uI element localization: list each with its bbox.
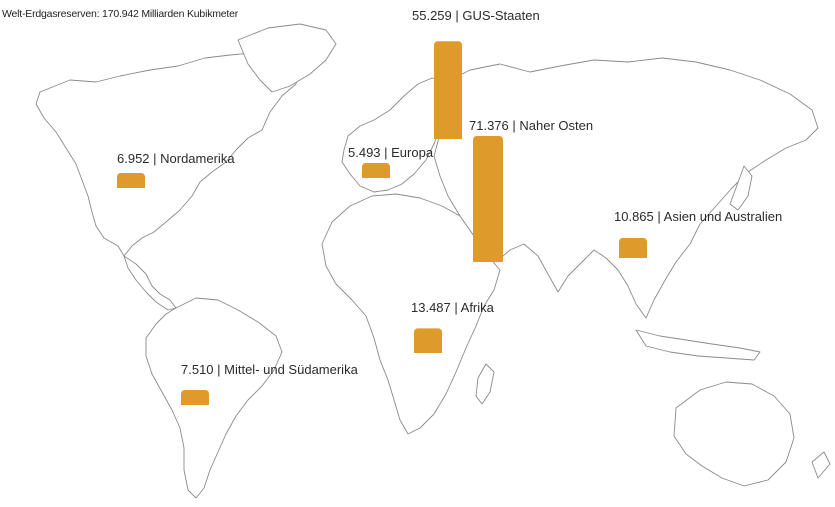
south-america-outline bbox=[145, 297, 283, 499]
label-nordamerika: 6.952 | Nordamerika bbox=[117, 151, 235, 166]
bar-naher-osten bbox=[473, 136, 503, 262]
madagascar-outline bbox=[475, 363, 495, 405]
bar-asien-und-australien bbox=[619, 237, 647, 258]
central-america-outline bbox=[123, 255, 177, 311]
label-gus-staaten: 55.259 | GUS-Staaten bbox=[412, 8, 540, 23]
bar-mittel-und-suedamerika bbox=[181, 390, 209, 405]
bar-gus-staaten bbox=[434, 41, 462, 139]
label-asien-und-australien: 10.865 | Asien und Australien bbox=[614, 209, 783, 224]
new-zealand-outline bbox=[811, 451, 831, 479]
indonesia-outline bbox=[635, 329, 761, 361]
bar-nordamerika bbox=[117, 173, 145, 188]
north-america-outline bbox=[35, 51, 301, 257]
chart-title: Welt-Erdgasreserven: 170.942 Milliarden … bbox=[2, 8, 239, 20]
bar-afrika bbox=[414, 328, 442, 353]
bar-europa bbox=[362, 163, 390, 178]
greenland-outline bbox=[237, 23, 337, 93]
africa-outline bbox=[321, 193, 501, 435]
label-afrika: 13.487 | Afrika bbox=[411, 300, 494, 315]
label-europa: 5.493 | Europa bbox=[348, 145, 434, 160]
label-mittel-und-suedamerika: 7.510 | Mittel- und Südamerika bbox=[181, 362, 358, 377]
australia-outline bbox=[673, 381, 795, 487]
bars-layer bbox=[117, 41, 647, 405]
label-naher-osten: 71.376 | Naher Osten bbox=[469, 118, 594, 133]
japan-outline bbox=[729, 165, 753, 211]
